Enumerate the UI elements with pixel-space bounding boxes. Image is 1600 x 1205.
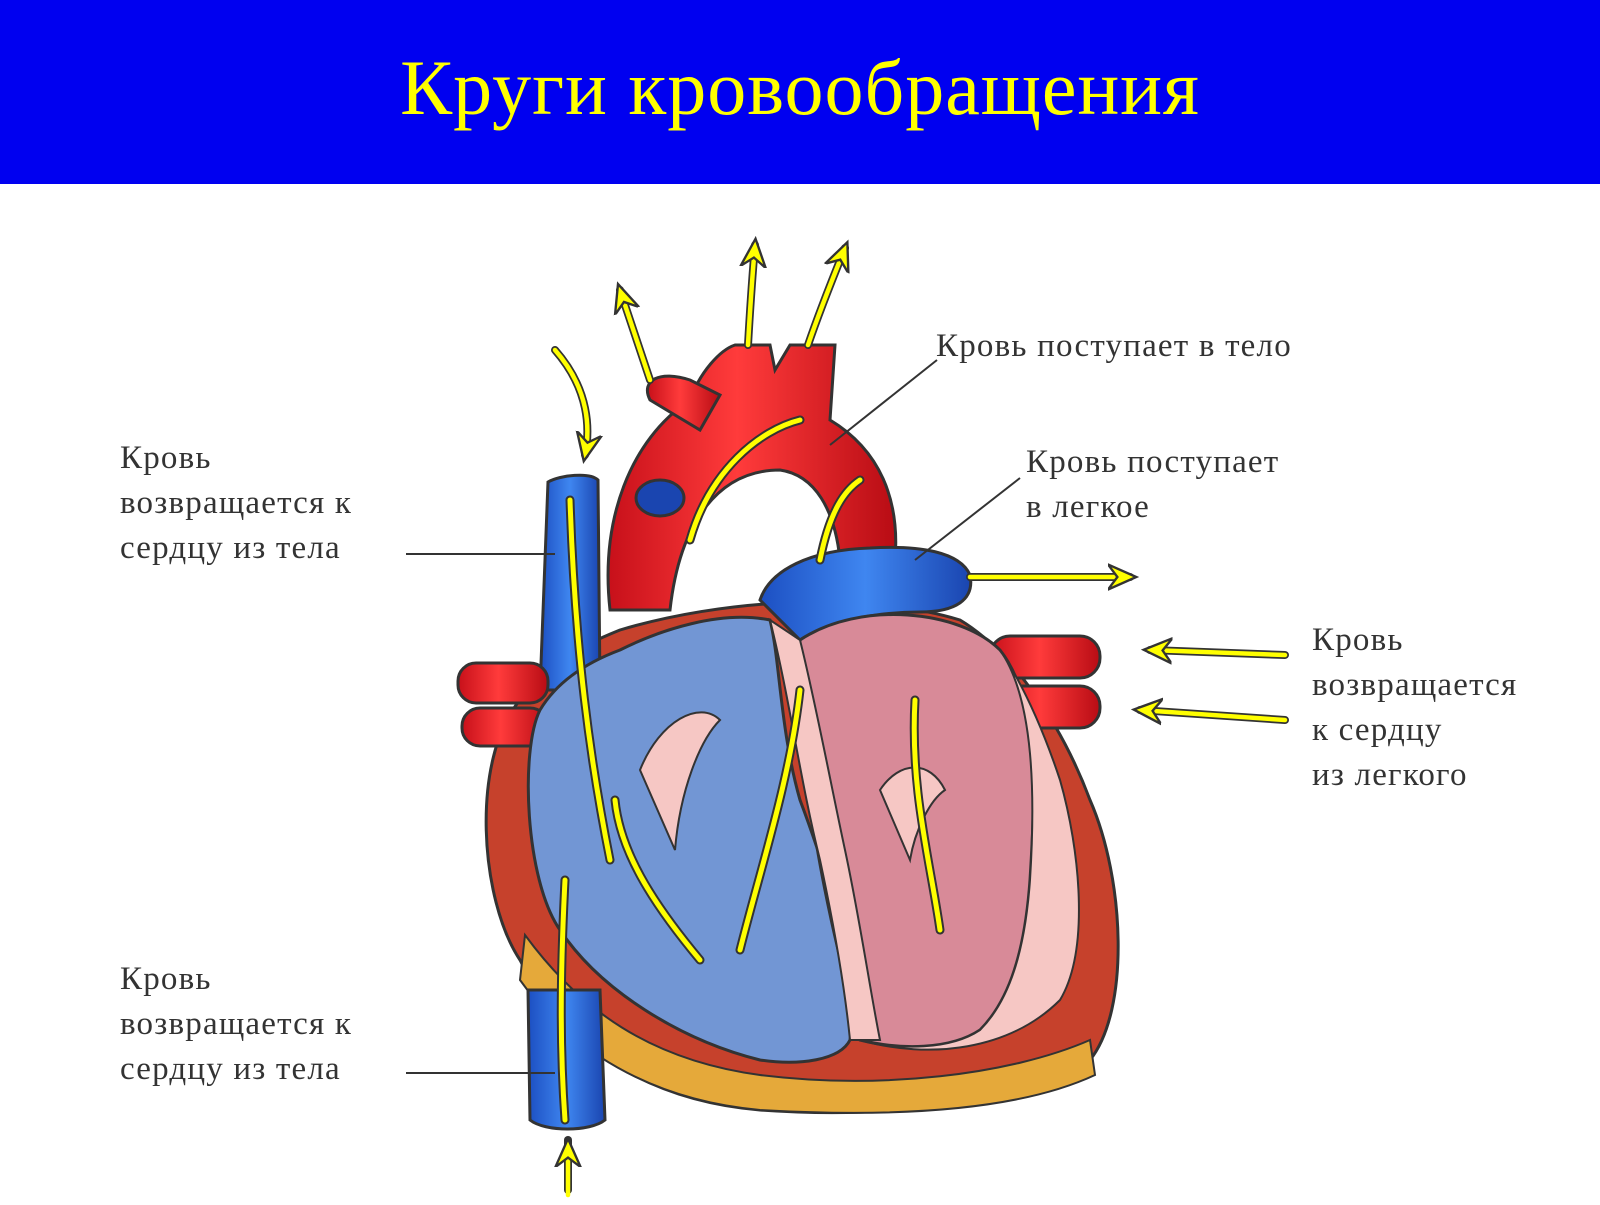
label-line: Кровь поступает xyxy=(1026,444,1280,480)
arrow-to-head-left xyxy=(620,290,653,383)
label-line: Кровь xyxy=(120,440,212,476)
coronary-fat xyxy=(518,932,1097,1114)
label-line: сердцу из тела xyxy=(120,1051,341,1087)
arrow-from-lung-lower xyxy=(1140,710,1288,720)
myocardium xyxy=(859,649,1080,1051)
arrow-from-lung-upper xyxy=(1150,650,1288,655)
label-line: возвращается к xyxy=(120,1006,353,1042)
label-line: из легкого xyxy=(1312,757,1468,793)
heart-diagram: Кровь возвращается к сердцу из тела Кров… xyxy=(0,184,1600,1200)
label-blood-to-body: Кровь поступает в тело xyxy=(936,324,1292,369)
arrow-from-head xyxy=(552,347,587,455)
heart-illustration xyxy=(406,184,1289,1198)
label-blood-returns-from-lung: Кровь возвращается к сердцу из легкого xyxy=(1312,618,1517,798)
label-line: Кровь поступает в тело xyxy=(936,328,1292,364)
label-line: в легкое xyxy=(1026,489,1150,525)
label-line: Кровь xyxy=(120,961,212,997)
title-bar: Круги кровообращения xyxy=(0,0,1600,184)
label-line: возвращается к xyxy=(120,485,353,521)
valve-leaflet xyxy=(878,766,947,864)
label-line: возвращается xyxy=(1312,667,1518,703)
label-line: к сердцу xyxy=(1312,712,1443,748)
label-line: сердцу из тела xyxy=(120,530,341,566)
vessel-opening xyxy=(634,478,686,518)
label-blood-returns-from-body-upper: Кровь возвращается к сердцу из тела xyxy=(120,436,352,571)
pulmonary-vein-left-upper xyxy=(456,661,550,705)
label-blood-returns-from-body-lower: Кровь возвращается к сердцу из тела xyxy=(120,957,352,1092)
aortic-branch xyxy=(646,374,723,433)
label-blood-to-lung: Кровь поступает в легкое xyxy=(1026,440,1279,530)
leader-lines xyxy=(406,359,1021,1074)
label-line: Кровь xyxy=(1312,622,1404,658)
arrow-to-head-mid xyxy=(748,245,755,348)
arrow-to-head-right xyxy=(805,248,845,348)
slide-title: Круги кровообращения xyxy=(400,44,1200,131)
valve-leaflet xyxy=(638,711,722,851)
